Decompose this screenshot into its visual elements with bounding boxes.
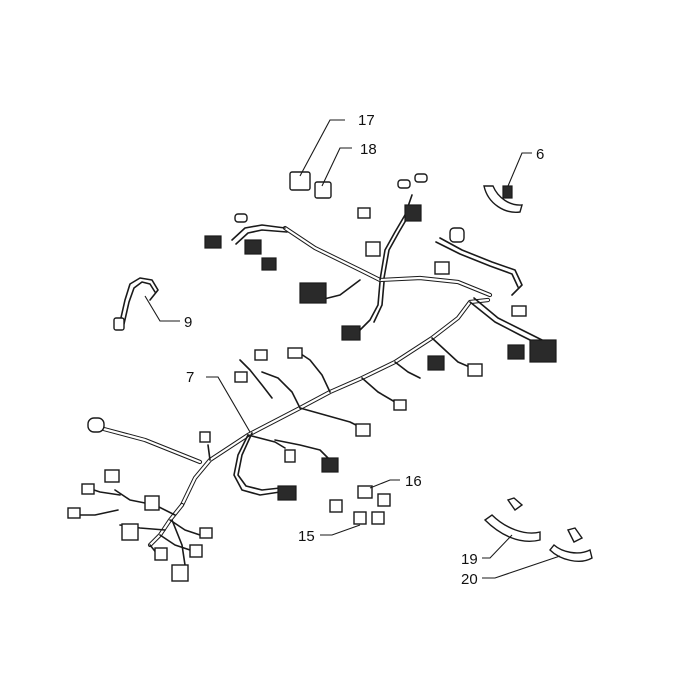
callout-16: 16	[405, 473, 422, 490]
harness-connectors	[67, 173, 557, 582]
main-wiring-harness	[79, 194, 543, 566]
callout-17: 17	[358, 112, 375, 129]
callout-7: 7	[186, 369, 194, 386]
clamp-part-6	[483, 185, 523, 213]
strap-parts	[483, 497, 593, 562]
callout-6: 6	[536, 146, 544, 163]
callout-20: 20	[461, 571, 478, 588]
callout-9: 9	[184, 314, 192, 331]
callout-18: 18	[360, 141, 377, 158]
callout-leaders	[144, 119, 561, 579]
callout-15: 15	[298, 528, 315, 545]
callout-labels: 17 18 6 9 7 16 15 19 20	[184, 112, 544, 588]
fuse-parts	[329, 485, 391, 525]
callout-19: 19	[461, 551, 478, 568]
sensor-cable-part	[113, 277, 159, 331]
relay-parts	[289, 171, 332, 199]
